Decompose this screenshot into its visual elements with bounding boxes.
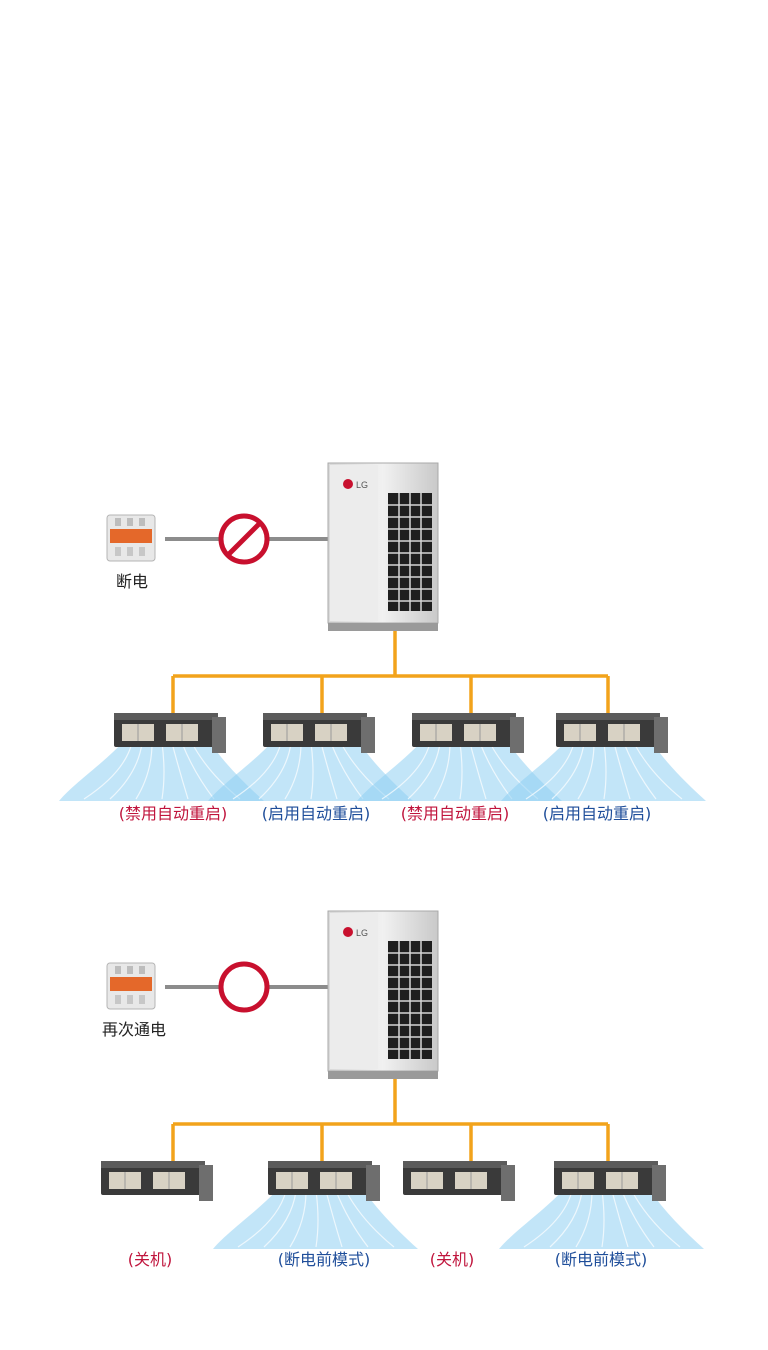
breaker-label: 再次通电 xyxy=(101,1020,167,1039)
indoor-unit-2-label: (断电前模式) xyxy=(277,1250,371,1269)
airflow-line xyxy=(459,742,463,800)
airflow-line xyxy=(263,1190,297,1248)
airflow-line xyxy=(320,742,338,800)
indoor-unit-1-label: (关机) xyxy=(127,1250,173,1269)
airflow-icon xyxy=(208,741,413,801)
indoor-duct-unit xyxy=(554,1161,666,1201)
indoor-duct-unit xyxy=(268,1161,380,1201)
airflow-line xyxy=(310,742,314,800)
airflow-line xyxy=(83,742,133,800)
indoor-unit-2-label: (启用自动重启) xyxy=(261,804,371,823)
circuit-breaker-icon xyxy=(106,962,156,1010)
lg-logo-icon xyxy=(343,927,353,937)
indoor-unit-3-label: (关机) xyxy=(429,1250,475,1269)
airflow-line xyxy=(135,742,153,800)
airflow-icon xyxy=(213,1189,418,1249)
lg-logo-icon xyxy=(343,479,353,489)
airflow-line xyxy=(181,742,215,800)
airflow-line xyxy=(603,742,607,800)
airflow-icon xyxy=(357,741,562,801)
indoor-duct-unit xyxy=(403,1161,515,1201)
airflow-line xyxy=(315,1190,319,1248)
airflow-line xyxy=(407,742,441,800)
outdoor-brand-text: LG xyxy=(356,928,368,938)
indoor-unit-4-label: (启用自动重启) xyxy=(542,804,652,823)
scene-power-off-diagram: LG xyxy=(59,462,706,801)
outdoor-brand-text: LG xyxy=(356,480,368,490)
indoor-duct-unit xyxy=(556,713,668,753)
airflow-line xyxy=(523,1190,573,1248)
outdoor-unit: LG xyxy=(327,462,439,631)
airflow-line xyxy=(621,1190,655,1248)
airflow-line xyxy=(232,742,282,800)
airflow-line xyxy=(161,742,165,800)
breaker-label: 断电 xyxy=(115,572,149,591)
airflow-line xyxy=(345,1190,395,1248)
airflow-line xyxy=(171,742,189,800)
airflow-line xyxy=(575,1190,593,1248)
airflow-line xyxy=(633,742,683,800)
indoor-duct-unit xyxy=(412,713,524,753)
airflow-line xyxy=(258,742,292,800)
prohibited-icon xyxy=(218,513,270,565)
airflow-line xyxy=(237,1190,287,1248)
airflow-line xyxy=(469,742,487,800)
signal-wiring xyxy=(171,631,610,713)
airflow-line xyxy=(601,1190,605,1248)
airflow-icon xyxy=(501,741,706,801)
airflow-line xyxy=(623,742,657,800)
airflow-line xyxy=(381,742,431,800)
airflow-line xyxy=(109,742,143,800)
airflow-line xyxy=(289,1190,307,1248)
airflow-line xyxy=(335,1190,369,1248)
scene-power-restored-diagram: LG xyxy=(101,910,704,1249)
indoor-unit-3-label: (禁用自动重启) xyxy=(400,804,510,823)
airflow-icon xyxy=(499,1189,704,1249)
indoor-duct-unit xyxy=(101,1161,213,1201)
indoor-unit-1-label: (禁用自动重启) xyxy=(118,804,228,823)
airflow-line xyxy=(330,742,364,800)
airflow-line xyxy=(577,742,595,800)
airflow-line xyxy=(611,1190,629,1248)
airflow-icon xyxy=(59,741,264,801)
signal-wiring xyxy=(171,1079,610,1161)
airflow-line xyxy=(613,742,631,800)
scene-power-off: LG 断电 (禁用自动重启) (启用自动重启) (禁用自动重启) xyxy=(0,455,768,855)
indoor-duct-unit xyxy=(263,713,375,753)
power-on-circle-icon xyxy=(218,961,270,1013)
outdoor-unit: LG xyxy=(327,910,439,1079)
scene-power-restored: LG 再次通电 (关机) (断电前模式) (关机) (断电前模式) xyxy=(0,903,768,1303)
airflow-line xyxy=(525,742,575,800)
airflow-line xyxy=(284,742,302,800)
airflow-line xyxy=(549,1190,583,1248)
circuit-breaker-icon xyxy=(106,514,156,562)
airflow-line xyxy=(551,742,585,800)
indoor-unit-4-label: (断电前模式) xyxy=(554,1250,648,1269)
airflow-line xyxy=(325,1190,343,1248)
airflow-line xyxy=(433,742,451,800)
indoor-duct-unit xyxy=(114,713,226,753)
airflow-line xyxy=(631,1190,681,1248)
